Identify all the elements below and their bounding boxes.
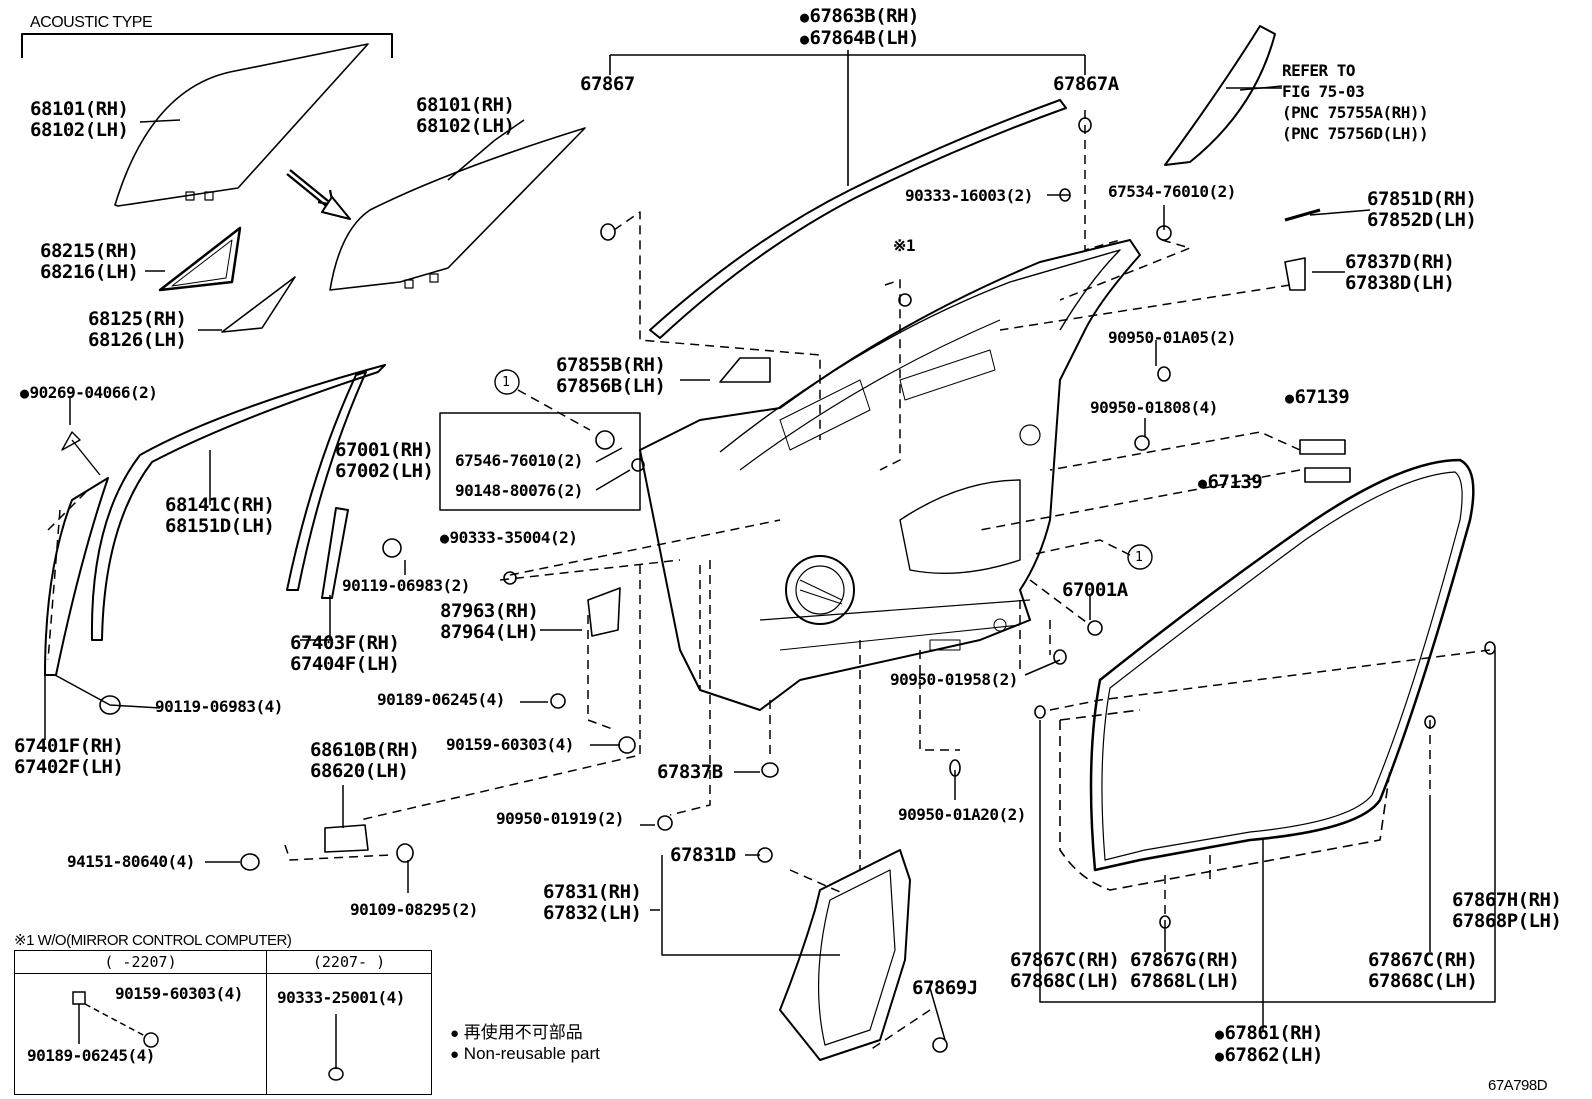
acoustic-bracket <box>21 33 393 58</box>
figure-code: 67A798D <box>1488 1077 1548 1094</box>
quarter-glass-68215 <box>158 226 242 292</box>
note-1-marker: ※1 <box>893 236 916 255</box>
label-67831[interactable]: 67831(RH)67832(LH) <box>543 881 642 924</box>
label-90159[interactable]: 90159-60303(4) <box>446 735 574 754</box>
label-67546[interactable]: 67546-76010(2) <box>455 451 583 470</box>
label-90119-b[interactable]: 90119-06983(4) <box>155 697 283 716</box>
notes-part-90159[interactable]: 90159-60303(4) <box>115 984 243 1003</box>
label-94151[interactable]: 94151-80640(4) <box>67 852 195 871</box>
label-90950-01A05[interactable]: 90950-01A05(2) <box>1108 328 1236 347</box>
label-90333-16003[interactable]: 90333-16003(2) <box>905 186 1033 205</box>
label-90119-a[interactable]: 90119-06983(2) <box>342 576 470 595</box>
label-67869J[interactable]: 67869J <box>912 977 978 999</box>
label-67855[interactable]: 67855B(RH)67856B(LH) <box>556 354 666 397</box>
notes-clip-icon <box>328 1014 344 1081</box>
label-67867C-right[interactable]: 67867C(RH)67868C(LH) <box>1368 949 1478 992</box>
glass-clips <box>185 191 214 201</box>
run-channel-67401 <box>44 477 109 676</box>
label-90950-01958[interactable]: 90950-01958(2) <box>890 670 1018 689</box>
label-68141[interactable]: 68141C(RH)68151D(LH) <box>165 494 275 537</box>
legend-jp: ● 再使用不可部品 <box>450 1023 583 1042</box>
service-hole-cover-67831 <box>779 849 911 1061</box>
label-90109[interactable]: 90109-08295(2) <box>350 900 478 919</box>
direction-arrow <box>286 169 335 210</box>
belt-molding-67863 <box>649 99 1067 339</box>
label-90950-01A20[interactable]: 90950-01A20(2) <box>898 805 1026 824</box>
notes-col1-header: ( -2207) <box>14 950 267 974</box>
label-67534[interactable]: 67534-76010(2) <box>1108 182 1236 201</box>
label-67867C-left[interactable]: 67867C(RH)67868C(LH) <box>1010 949 1120 992</box>
label-67401[interactable]: 67401F(RH)67402F(LH) <box>14 735 124 778</box>
label-67867A[interactable]: 67867A <box>1053 73 1119 95</box>
label-67837D[interactable]: 67837D(RH)67838D(LH) <box>1345 251 1455 294</box>
glass-main <box>329 127 586 291</box>
label-67831D[interactable]: 67831D <box>670 844 736 866</box>
label-68101-acoustic[interactable]: 68101(RH)68102(LH) <box>30 98 129 141</box>
notes-part-90333[interactable]: 90333-25001(4) <box>277 988 405 1007</box>
label-68125[interactable]: 68125(RH)68126(LH) <box>88 308 187 351</box>
label-67863[interactable]: 67863B(RH)67864B(LH) <box>800 6 920 50</box>
leader-lines-dashed <box>47 110 1491 1051</box>
label-68215[interactable]: 68215(RH)68216(LH) <box>40 240 139 283</box>
run-channel-67403 <box>321 507 349 599</box>
label-67867H[interactable]: 67867H(RH)67868P(LH) <box>1452 889 1562 932</box>
label-90333-35004[interactable]: 90333-35004(2) <box>440 528 578 548</box>
label-68610[interactable]: 68610B(RH)68620(LH) <box>310 739 420 782</box>
label-90189[interactable]: 90189-06245(4) <box>377 690 505 709</box>
notes-part-90189[interactable]: 90189-06245(4) <box>27 1046 155 1065</box>
legend-en: ● Non-reusable part <box>450 1044 600 1063</box>
label-67867G[interactable]: 67867G(RH)67868L(LH) <box>1130 949 1240 992</box>
notes-col1-cell: 90159-60303(4) 90189-06245(4) <box>14 973 267 1095</box>
label-90269[interactable]: 90269-04066(2) <box>20 383 158 403</box>
label-90148[interactable]: 90148-80076(2) <box>455 481 583 500</box>
circle-1-label-right: 1 <box>1135 550 1143 565</box>
label-67139-b[interactable]: 67139 <box>1198 472 1263 494</box>
label-87963[interactable]: 87963(RH)87964(LH) <box>440 600 539 643</box>
label-68101[interactable]: 68101(RH)68102(LH) <box>416 94 515 137</box>
door-inner-panel <box>639 239 1141 711</box>
label-67861[interactable]: 67861(RH)67862(LH) <box>1215 1023 1324 1067</box>
run-channel-68141 <box>90 364 386 641</box>
label-67139-a[interactable]: 67139 <box>1285 387 1350 409</box>
notes-fastener-icons <box>72 991 159 1048</box>
notes-table: ( -2207) (2207- ) 90159-60303(4) 90189-0… <box>14 950 432 1095</box>
door-weatherstrip-67861 <box>1089 458 1475 872</box>
label-67851[interactable]: 67851D(RH)67852D(LH) <box>1367 188 1477 231</box>
label-67403[interactable]: 67403F(RH)67404F(LH) <box>290 632 400 675</box>
label-90950-01919[interactable]: 90950-01919(2) <box>496 809 624 828</box>
pillar-garnish <box>1164 25 1276 166</box>
label-67867[interactable]: 67867 <box>580 73 635 95</box>
leader-lines-solid <box>44 87 1496 1041</box>
label-67001A[interactable]: 67001A <box>1062 579 1128 601</box>
run-channel-vertical <box>286 371 367 591</box>
quarter-glass-68125 <box>221 276 296 333</box>
notes-col2-header: (2207- ) <box>266 950 432 974</box>
notes-col2-cell: 90333-25001(4) <box>266 973 432 1095</box>
circle-1-markers <box>494 369 1153 570</box>
fasteners <box>99 117 1496 1053</box>
label-67837B[interactable]: 67837B <box>657 761 723 783</box>
label-90950-01808[interactable]: 90950-01808(4) <box>1090 398 1218 417</box>
glass-acoustic <box>114 43 369 207</box>
label-67001[interactable]: 67001(RH)67002(LH) <box>335 439 434 482</box>
circle-1-label-top: 1 <box>502 375 510 390</box>
notes-table-title: ※1 W/O(MIRROR CONTROL COMPUTER) <box>14 932 292 949</box>
acoustic-type-label: ACOUSTIC TYPE <box>30 14 153 31</box>
